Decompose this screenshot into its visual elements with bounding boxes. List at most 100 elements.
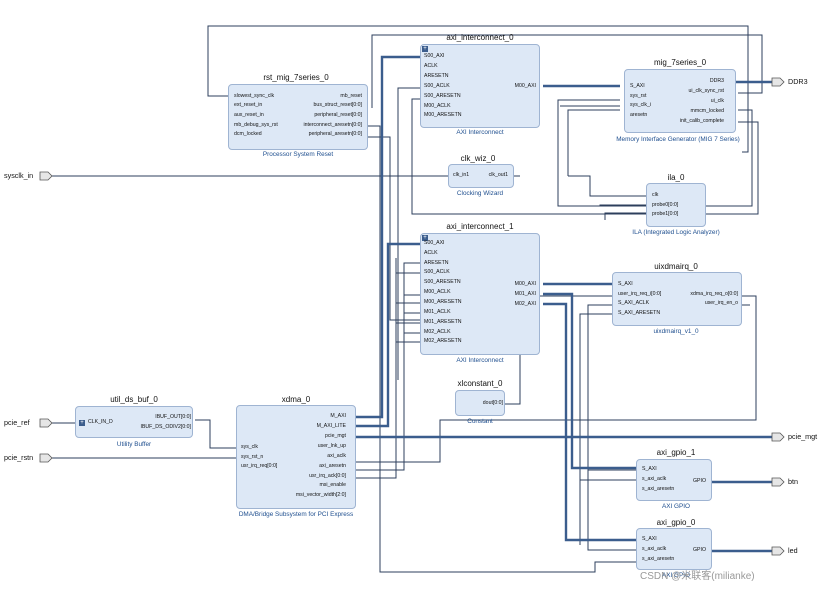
uix-pin-xdma-irq-req-o: xdma_irq_req_o[0:0]: [690, 291, 738, 297]
gpio1-block-subtitle: AXI GPIO: [661, 503, 691, 510]
uix-block-title: uixdmairq_0: [654, 262, 698, 271]
gpio0-block-subtitle: AXI GPIO: [661, 572, 691, 579]
uix-pin-s-axi: S_AXI: [618, 281, 633, 287]
ic1-block[interactable]: [420, 233, 540, 355]
gpio1-pin-s-axi-aclk: s_axi_aclk: [642, 476, 667, 482]
xdma-pin-usr-irq-ack: usr_irq_ack[0:0]: [309, 473, 346, 479]
ic0-expand-icon[interactable]: +: [422, 46, 428, 52]
port-pcie-mgt[interactable]: pcie_mgt: [788, 432, 818, 441]
ic1-pin-m00-aclk: M00_ACLK: [424, 289, 451, 295]
mig-pin-ui-clk-sync-rst: ui_clk_sync_rst: [688, 88, 724, 94]
rst-pin-mb-reset: mb_reset: [340, 93, 362, 99]
gpio1-pin-gpio: GPIO: [693, 478, 706, 484]
xdma-pin-msi-vector-width: msi_vector_width[2:0]: [295, 492, 346, 498]
rst-pin-mb-debug-sys-rst: mb_debug_sys_rst: [234, 122, 278, 128]
mig-pin-s-axi: S_AXI: [630, 83, 645, 89]
uix-pin-s-axi-aclk: S_AXI_ACLK: [618, 300, 650, 306]
xdma-pin-axi-aclk: axi_aclk: [327, 453, 346, 459]
ila-block-title: ila_0: [667, 173, 685, 182]
mig-pin-mmcm-locked: mmcm_locked: [690, 108, 724, 114]
xlc-block[interactable]: [455, 390, 505, 416]
xdma-pin-usr-irq-req: usr_irq_req[0:0]: [241, 463, 278, 469]
rst-pin-dcm-locked: dcm_locked: [234, 131, 262, 137]
xlc-pin-dout: dout[0:0]: [482, 400, 503, 406]
rst-block[interactable]: [228, 84, 368, 150]
mig-block-title: mig_7series_0: [653, 58, 707, 67]
ubuf-pin-ibuf-ds-odiv2: IBUF_DS_ODIV2[0:0]: [140, 424, 191, 430]
ic0-pin-s00-aclk: S00_ACLK: [424, 83, 450, 89]
ic1-block-title: axi_interconnect_1: [446, 222, 514, 231]
port-led[interactable]: led: [788, 546, 798, 555]
clk-block-subtitle: Clocking Wizard: [456, 190, 504, 197]
ila-pin-probe1: probe1[0:0]: [652, 211, 679, 217]
ubuf-pin-clk-in-d: CLK_IN_D: [88, 419, 113, 425]
ubuf-block[interactable]: [75, 406, 193, 438]
gpio1-block[interactable]: [636, 459, 712, 501]
gpio0-pin-gpio: GPIO: [693, 547, 706, 553]
rst-block-title: rst_mig_7series_0: [263, 73, 329, 82]
ila-block[interactable]: [646, 183, 706, 227]
watermark: CSDN @米联客(milianke): [640, 571, 755, 582]
xdma-pin-msi-enable: msi_enable: [319, 482, 346, 488]
clk-block[interactable]: [448, 164, 514, 188]
ila-pin-clk: clk: [652, 192, 659, 198]
gpio1-pin-s-axi: S_AXI: [642, 466, 657, 472]
ic1-pin-s00-aresetn: S00_ARESETN: [424, 279, 461, 285]
ic1-pin-s00-aclk: S00_ACLK: [424, 269, 450, 275]
ic0-pin-aresetn: ARESETN: [424, 73, 449, 79]
ic1-pin-m01-aresetn: M01_ARESETN: [424, 319, 462, 325]
xdma-pin-sys-rst-n: sys_rst_n: [241, 454, 264, 460]
ic0-pin-s00-aresetn: S00_ARESETN: [424, 93, 461, 99]
xdma-block-title: xdma_0: [281, 395, 311, 404]
clk-pin-clk-in1: clk_in1: [453, 172, 470, 178]
gpio1-pin-s-axi-aresetn: s_axi_aresetn: [642, 486, 675, 492]
ic0-block[interactable]: [420, 44, 540, 128]
xlc-block-title: xlconstant_0: [457, 379, 503, 388]
mig-block[interactable]: [624, 69, 736, 133]
mig-block-subtitle: Memory Interface Generator (MIG 7 Series…: [616, 136, 740, 143]
ic1-pin-m01-axi: M01_AXI: [514, 291, 536, 297]
ic1-pin-m02-axi: M02_AXI: [514, 301, 536, 307]
ic1-pin-m02-aclk: M02_ACLK: [424, 329, 451, 335]
uix-pin-s-axi-aresetn: S_AXI_ARESETN: [618, 310, 661, 316]
ila-pin-probe0: probe0[0:0]: [652, 202, 679, 208]
rst-pin-interconnect-aresetn: interconnect_aresetn[0:0]: [303, 122, 362, 128]
ic0-pin-s00-axi: S00_AXI: [424, 53, 445, 59]
xdma-block[interactable]: [236, 405, 356, 509]
mig-pin-aresetn: aresetn: [630, 112, 648, 118]
ic1-pin-m02-aresetn: M02_ARESETN: [424, 338, 462, 344]
xdma-block-subtitle: DMA/Bridge Subsystem for PCI Express: [238, 511, 354, 518]
xlc-block-subtitle: Constant: [467, 418, 493, 425]
ila-block-subtitle: ILA (Integrated Logic Analyzer): [632, 229, 720, 236]
uix-block-subtitle: uixdmairq_v1_0: [653, 328, 699, 335]
rst-pin-aux-reset-in: aux_reset_in: [234, 112, 264, 118]
ubuf-block-title: util_ds_buf_0: [110, 395, 158, 404]
rst-pin-ext-reset-in: ext_reset_in: [234, 102, 263, 108]
ic1-expand-icon[interactable]: +: [422, 235, 428, 241]
gpio0-block[interactable]: [636, 528, 712, 570]
clk-block-title: clk_wiz_0: [460, 154, 496, 163]
mig-pin-init-calib-complete: init_calib_complete: [679, 118, 724, 124]
port-pcie-rstn[interactable]: pcie_rstn: [4, 453, 34, 462]
gpio1-block-title: axi_gpio_1: [656, 448, 696, 457]
ic0-block-title: axi_interconnect_0: [446, 33, 514, 42]
clk-pin-clk-out1: clk_out1: [488, 172, 508, 178]
ic0-block-subtitle: AXI Interconnect: [456, 129, 504, 136]
xdma-pin-m-axi-lite: M_AXI_LITE: [316, 423, 346, 429]
port-sysclk-in[interactable]: sysclk_in: [4, 171, 34, 180]
xdma-pin-user-lnk-up: user_lnk_up: [317, 443, 346, 449]
port-pcie-ref[interactable]: pcie_ref: [4, 418, 30, 427]
ic1-pin-aclk: ACLK: [424, 250, 438, 256]
ic1-pin-s00-axi: S00_AXI: [424, 240, 445, 246]
ubuf-expand-icon[interactable]: +: [79, 420, 85, 426]
xdma-pin-sys-clk: sys_clk: [241, 444, 259, 450]
uix-block[interactable]: [612, 272, 742, 326]
xdma-pin-pcie-mgt: pcie_mgt: [324, 433, 346, 439]
port-ddr3[interactable]: DDR3: [788, 77, 808, 86]
xdma-pin-axi-aresetn: axi_aresetn: [319, 463, 346, 469]
xdma-pin-m-axi: M_AXI: [330, 413, 346, 419]
ic0-pin-m00-aresetn: M00_ARESETN: [424, 112, 462, 118]
uix-pin-user-irq-req-i: user_irq_req_i[0:0]: [618, 291, 662, 297]
rst-pin-peripheral-aresetn: peripheral_aresetn[0:0]: [308, 131, 362, 137]
port-btn[interactable]: btn: [788, 477, 798, 486]
